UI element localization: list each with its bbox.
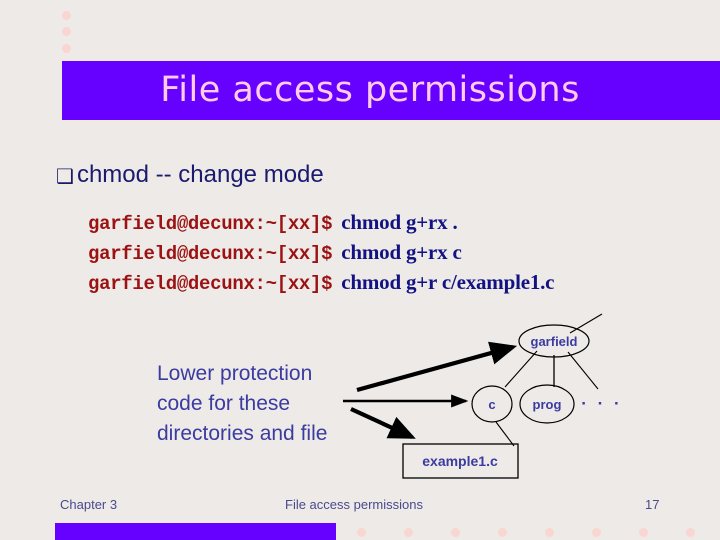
footer-chapter: Chapter 3	[60, 497, 118, 512]
terminal-transcript: garfield@decunx:~[xx]$ chmod g+rx . garfi…	[88, 207, 555, 297]
decorative-dot-icon	[62, 27, 71, 36]
node-garfield-label: garfield	[531, 334, 578, 349]
node-c-label: c	[488, 397, 495, 412]
caption-line-3: directories and file	[157, 422, 328, 445]
terminal-command: chmod g+rx .	[341, 210, 458, 234]
tree-edge-c-example	[495, 421, 515, 447]
footer-dot-icon	[686, 528, 695, 537]
terminal-line: garfield@decunx:~[xx]$ chmod g+rx c	[88, 237, 554, 267]
decorative-dot-icon	[62, 44, 71, 53]
terminal-prompt: garfield@decunx:~[xx]$	[88, 213, 333, 235]
footer-page-number: 17	[645, 497, 660, 512]
page-title: File access permissions	[160, 70, 580, 110]
footer-dot-icon	[498, 528, 507, 537]
caption-line-2: code for these	[157, 392, 291, 415]
terminal-line: garfield@decunx:~[xx]$ chmod g+r c/exampl…	[88, 267, 555, 297]
node-example1c-box	[402, 443, 519, 479]
tree-edge-parent	[569, 313, 603, 334]
square-bullet-icon: ❑	[56, 164, 74, 188]
terminal-command: chmod g+rx c	[341, 240, 462, 264]
caption-text: Lower protection code for these director…	[157, 359, 327, 449]
terminal-command: chmod g+r c/example1.c	[341, 270, 555, 294]
footer-dot-icon	[592, 528, 601, 537]
tree-edge-garfield-c	[504, 350, 538, 388]
footer-dot-icon	[357, 528, 366, 537]
footer-dot-icon	[404, 528, 413, 537]
node-prog	[519, 384, 575, 424]
footer-title: File access permissions	[285, 497, 423, 512]
tree-edge-garfield-more	[567, 351, 599, 390]
terminal-line: garfield@decunx:~[xx]$ chmod g+rx .	[88, 207, 554, 237]
directory-tree-diagram: garfield c prog · · · example1.c	[343, 313, 622, 479]
caption-line-1: Lower protection	[157, 362, 313, 385]
terminal-prompt: garfield@decunx:~[xx]$	[88, 273, 333, 295]
footer-accent-bar	[55, 523, 336, 540]
node-garfield	[518, 324, 590, 358]
node-example1c-label: example1.c	[422, 453, 498, 469]
bullet-item: ❑ chmod -- change mode	[56, 161, 324, 189]
footer-dot-icon	[639, 528, 648, 537]
callout-arrow-to-garfield	[356, 341, 518, 393]
callout-arrow-to-example1c	[350, 407, 416, 439]
terminal-prompt: garfield@decunx:~[xx]$	[88, 243, 333, 265]
node-prog-label: prog	[533, 397, 562, 412]
bullet-item-label: chmod -- change mode	[76, 161, 324, 188]
node-ellipsis-label: · · ·	[581, 394, 622, 413]
node-c	[471, 385, 513, 423]
decorative-dot-icon	[62, 11, 71, 20]
footer-dot-icon	[545, 528, 554, 537]
footer-dot-icon	[451, 528, 460, 537]
slide-title-bar: File access permissions	[62, 61, 720, 120]
